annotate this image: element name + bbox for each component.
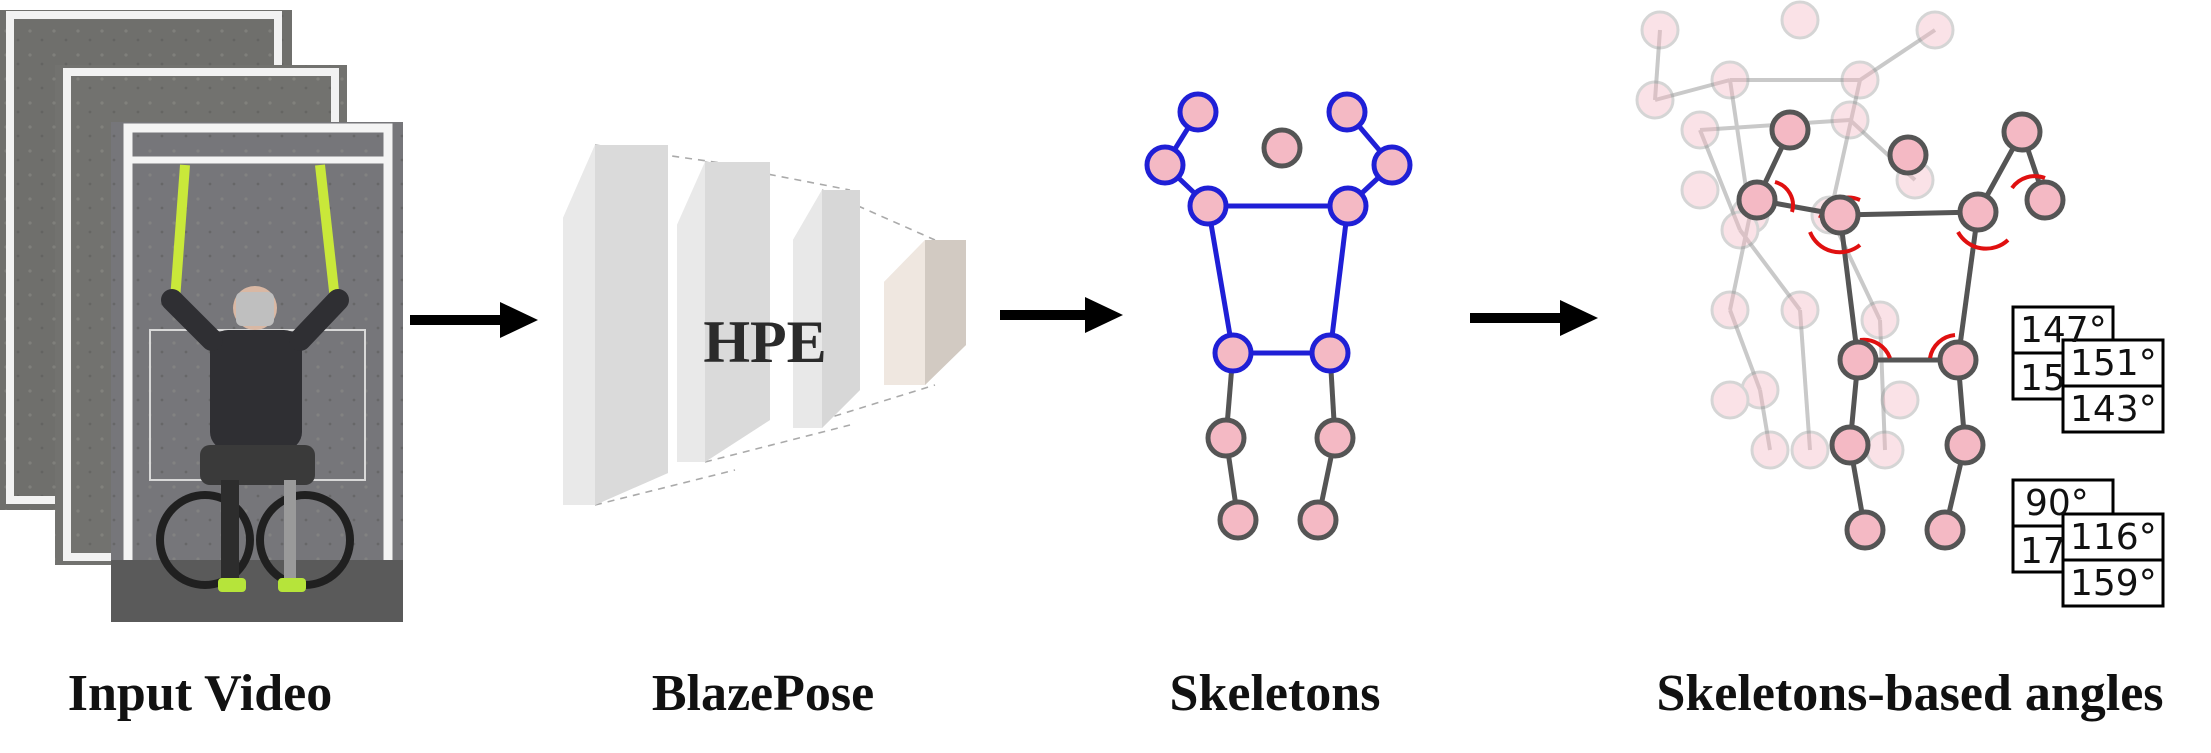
angle-value-90: 90°	[2025, 483, 2089, 524]
caption-input-video: Input Video	[68, 665, 332, 722]
angle-box-group-upper: 147° 15 151° 143°	[2011, 305, 2165, 434]
angle-value-159: 159°	[2070, 563, 2157, 604]
hpe-network-block: HPE	[563, 144, 966, 506]
angle-value-143: 143°	[2070, 389, 2157, 430]
athlete-figure	[156, 286, 354, 592]
angle-box-group-lower: 90° 17 116° 159°	[2011, 478, 2165, 608]
angle-value-151: 151°	[2070, 343, 2157, 384]
angle-skeletons	[1635, 0, 2066, 551]
skeleton-figure	[1144, 91, 1413, 541]
input-video-frames	[0, 10, 403, 622]
angle-value-17-partial: 17	[2020, 531, 2066, 572]
hpe-label: HPE	[703, 309, 826, 375]
angle-value-147: 147°	[2020, 310, 2107, 351]
caption-blazepose: BlazePose	[652, 665, 874, 722]
arrow-skeleton-to-angles	[1470, 300, 1598, 336]
caption-skeletons-based-angles: Skeletons-based angles	[1656, 665, 2163, 722]
video-frame-front	[111, 122, 403, 622]
arrow-model-to-skeleton	[1000, 297, 1123, 333]
angle-value-15-partial: 15	[2020, 358, 2066, 399]
caption-skeletons: Skeletons	[1170, 665, 1381, 722]
arrow-input-to-model	[410, 302, 538, 338]
angle-value-116: 116°	[2070, 517, 2157, 558]
